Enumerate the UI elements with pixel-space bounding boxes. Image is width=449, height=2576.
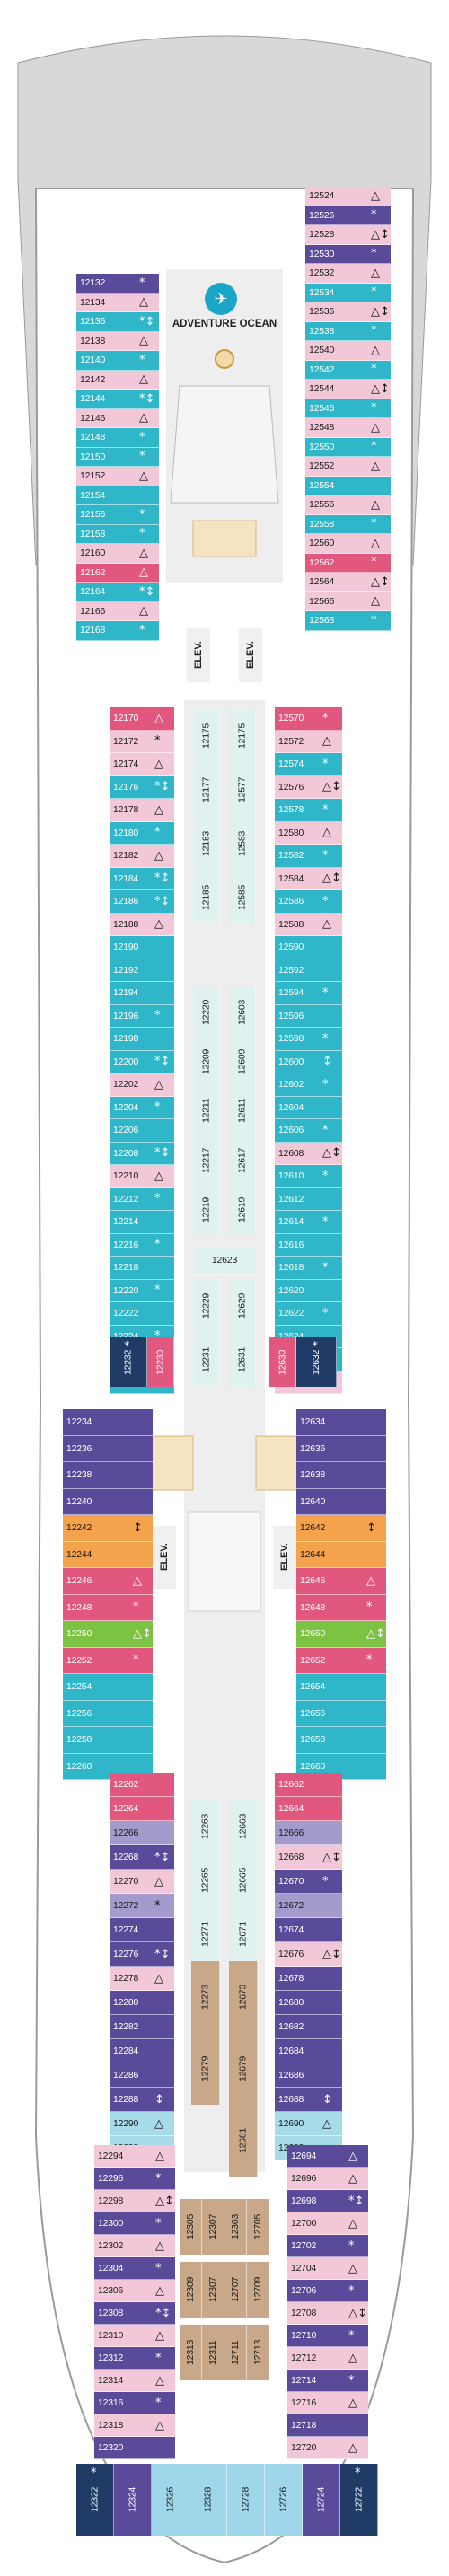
central-corridor bbox=[184, 700, 265, 2172]
forward-stairs bbox=[170, 385, 279, 557]
pool-ring-icon bbox=[215, 349, 234, 369]
